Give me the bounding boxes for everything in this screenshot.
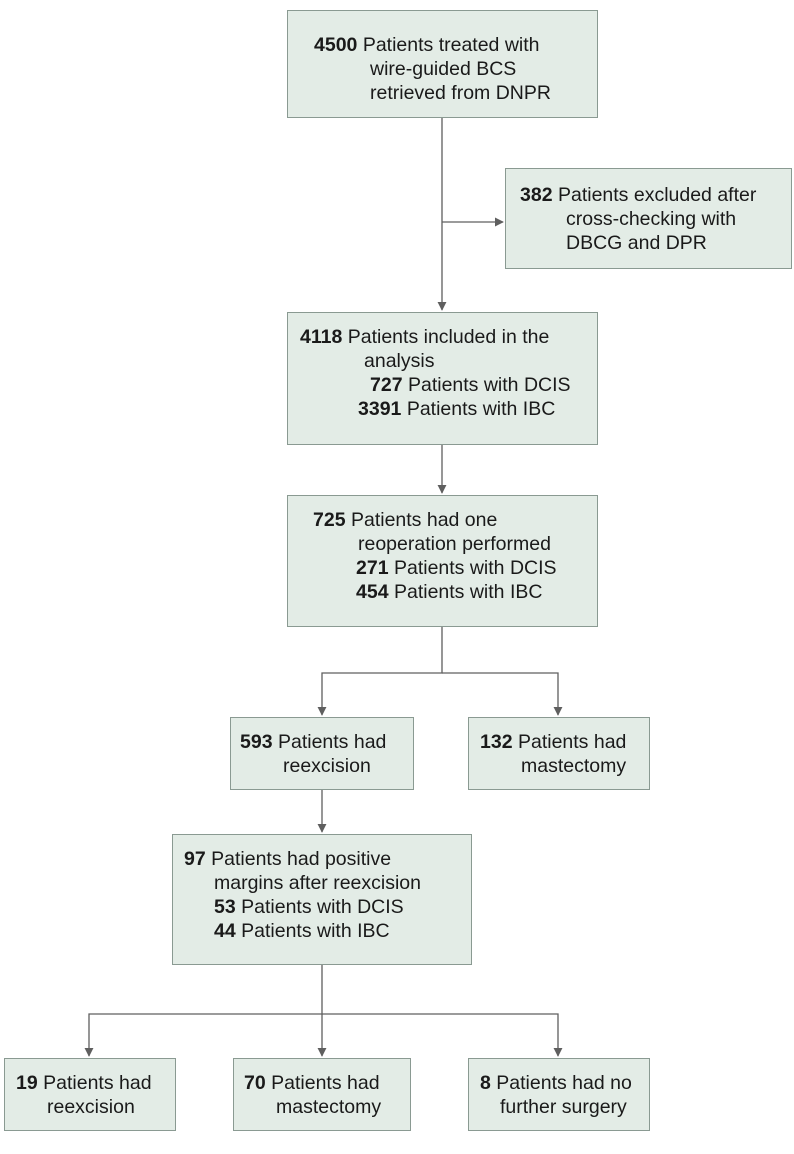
arrow-to-no-further-surgery <box>322 1013 563 1057</box>
positive-margins-box: 97 Patients had positive margins after r… <box>172 834 472 965</box>
reoperation-ibc-count: 454 <box>356 581 389 603</box>
excluded-line-3: DBCG and DPR <box>566 232 707 254</box>
final-mastectomy-count: 70 <box>244 1072 266 1094</box>
included-line-1: Patients included in the <box>347 326 550 348</box>
reexcision-line-1: Patients had <box>277 731 387 753</box>
final-reexcision-line-2: reexcision <box>47 1096 135 1118</box>
reoperation-line-2: reoperation performed <box>358 533 551 555</box>
reoperation-count: 725 <box>313 509 346 531</box>
final-reexcision-count: 19 <box>16 1072 38 1094</box>
final-reexcision-box: 19 Patients had reexcision <box>4 1058 176 1131</box>
reoperation-ibc-label: Patients with IBC <box>393 581 543 603</box>
excluded-line-1: Patients excluded after <box>557 184 757 206</box>
mastectomy-line-2: mastectomy <box>521 755 627 777</box>
included-dcis-label: Patients with DCIS <box>407 374 571 396</box>
final-reexcision-line-1: Patients had <box>43 1072 152 1094</box>
excluded-box: 382 Patients excluded after cross-checki… <box>505 168 792 269</box>
final-mastectomy-line-1: Patients had <box>271 1072 380 1094</box>
arrow-to-mastectomy <box>442 672 563 716</box>
reoperation-box: 725 Patients had one reoperation perform… <box>287 495 598 627</box>
mastectomy-box: 132 Patients had mastectomy <box>468 717 650 790</box>
excluded-count: 382 <box>520 184 553 206</box>
arrow-to-reexcision <box>317 627 443 716</box>
mastectomy-line-1: Patients had <box>517 731 627 753</box>
included-count: 4118 <box>300 326 343 348</box>
included-ibc-label: Patients with IBC <box>406 398 556 420</box>
included-ibc-count: 3391 <box>358 398 402 420</box>
positive-margins-ibc-label: Patients with IBC <box>241 920 390 942</box>
reexcision-box: 593 Patients had reexcision <box>230 717 414 790</box>
excluded-line-2: cross-checking with <box>566 208 737 230</box>
positive-margins-dcis-count: 53 <box>214 896 236 918</box>
retrieved-box: 4500 Patients treated with wire-guided B… <box>287 10 598 118</box>
reoperation-dcis-label: Patients with DCIS <box>393 557 557 579</box>
reoperation-dcis-count: 271 <box>356 557 389 579</box>
reexcision-count: 593 <box>240 731 273 753</box>
arrow-to-final-reexcision <box>84 965 323 1057</box>
positive-margins-dcis-label: Patients with DCIS <box>241 896 404 918</box>
retrieved-line-1: Patients treated with <box>362 34 540 56</box>
retrieved-line-2: wire-guided BCS <box>370 58 517 80</box>
mastectomy-count: 132 <box>480 731 513 753</box>
no-further-surgery-line-2: further surgery <box>500 1096 627 1118</box>
included-dcis-count: 727 <box>370 374 403 396</box>
positive-margins-line-1: Patients had positive <box>211 848 392 870</box>
final-mastectomy-box: 70 Patients had mastectomy <box>233 1058 411 1131</box>
positive-margins-line-2: margins after reexcision <box>214 872 421 894</box>
no-further-surgery-box: 8 Patients had no further surgery <box>468 1058 650 1131</box>
reoperation-line-1: Patients had one <box>350 509 498 531</box>
included-box: 4118 Patients included in the analysis 7… <box>287 312 598 445</box>
positive-margins-ibc-count: 44 <box>214 920 236 942</box>
final-mastectomy-line-2: mastectomy <box>276 1096 382 1118</box>
positive-margins-count: 97 <box>184 848 206 870</box>
included-line-2: analysis <box>364 350 435 372</box>
retrieved-line-3: retrieved from DNPR <box>370 82 551 104</box>
reexcision-line-2: reexcision <box>283 755 371 777</box>
no-further-surgery-count: 8 <box>480 1072 491 1094</box>
retrieved-count: 4500 <box>314 34 358 56</box>
no-further-surgery-line-1: Patients had no <box>496 1072 632 1094</box>
